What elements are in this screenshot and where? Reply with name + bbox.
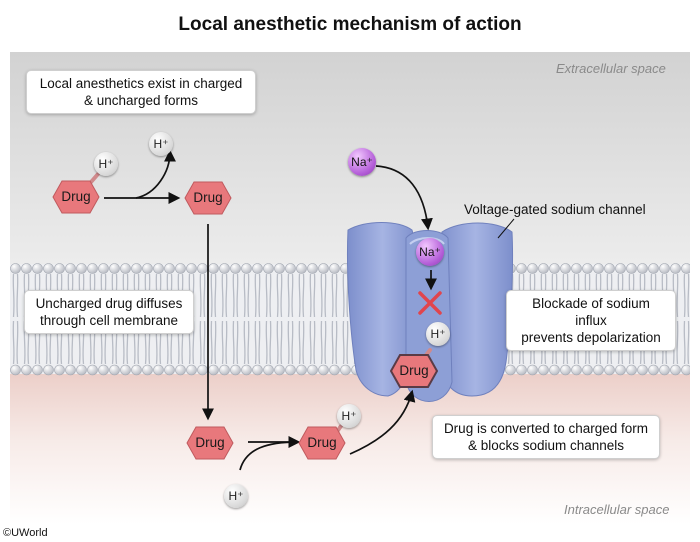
copyright-text: ©UWorld bbox=[3, 527, 48, 539]
intracellular-label: Intracellular space bbox=[564, 502, 670, 517]
hydrogen-ion-bound-inside: H⁺ bbox=[337, 404, 361, 428]
channel-label: Voltage-gated sodium channel bbox=[464, 202, 646, 217]
extracellular-label: Extracellular space bbox=[556, 61, 666, 76]
diffuse-callout-line2: through cell membrane bbox=[39, 313, 179, 328]
hydrogen-ion-bound-outside: H⁺ bbox=[94, 152, 118, 176]
arrow-to-channel bbox=[349, 389, 416, 455]
arrow-h-release-outside bbox=[135, 149, 176, 199]
forms-callout: Local anesthetics exist in charged & unc… bbox=[26, 70, 256, 114]
sodium-ion-channel: Na⁺ bbox=[416, 238, 444, 266]
page-title: Local anesthetic mechanism of action bbox=[178, 14, 522, 35]
hexagon-icon bbox=[186, 426, 234, 460]
drug-label: Drug bbox=[195, 435, 225, 450]
blockade-callout: Blockade of sodium influx prevents depol… bbox=[506, 290, 676, 351]
forms-callout-line1: Local anesthetics exist in charged bbox=[39, 76, 243, 91]
hydrogen-ion-inside: H⁺ bbox=[224, 484, 248, 508]
hydrogen-ion-released: H⁺ bbox=[149, 132, 173, 156]
blockade-callout-line2: prevents depolarization bbox=[521, 330, 661, 345]
converted-callout: Drug is converted to charged form & bloc… bbox=[432, 415, 660, 459]
drug-label: Drug bbox=[61, 189, 91, 204]
arrow-sodium-in bbox=[375, 165, 433, 231]
forms-callout-line2: & uncharged forms bbox=[83, 93, 199, 108]
hydrogen-ion-channel: H⁺ bbox=[426, 322, 450, 346]
converted-callout-line1: Drug is converted to charged form bbox=[443, 421, 649, 436]
drug-uncharged-outside: Drug bbox=[184, 181, 232, 215]
drug-label: Drug bbox=[307, 435, 337, 450]
converted-callout-line2: & blocks sodium channels bbox=[467, 438, 625, 453]
hexagon-icon bbox=[298, 426, 346, 460]
reaction-arrows bbox=[104, 149, 437, 471]
drug-label: Drug bbox=[399, 363, 429, 378]
block-x-icon bbox=[418, 291, 442, 315]
hexagon-icon bbox=[184, 181, 232, 215]
drug-in-channel: Drug bbox=[390, 354, 438, 388]
drug-uncharged-inside: Drug bbox=[186, 426, 234, 460]
hexagon-icon bbox=[52, 180, 100, 214]
drug-charged-inside: Drug bbox=[298, 426, 346, 460]
sodium-ion-outside: Na⁺ bbox=[348, 148, 376, 176]
hexagon-icon bbox=[390, 354, 438, 388]
diagram-panel: Extracellular space Intracellular space … bbox=[10, 52, 690, 524]
blockade-callout-line1: Blockade of sodium influx bbox=[532, 296, 650, 328]
drug-charged-outside: Drug bbox=[52, 180, 100, 214]
drug-label: Drug bbox=[193, 190, 223, 205]
channel-label-line bbox=[497, 218, 515, 239]
diffuse-callout: Uncharged drug diffuses through cell mem… bbox=[24, 290, 194, 334]
diffuse-callout-line1: Uncharged drug diffuses bbox=[35, 296, 183, 311]
